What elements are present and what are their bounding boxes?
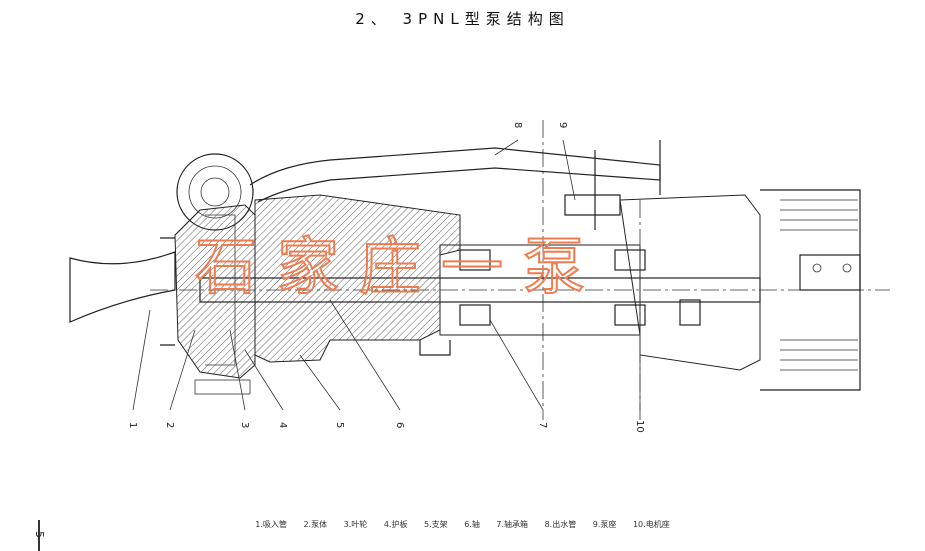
legend-item: 3.叶轮 — [343, 520, 368, 529]
callout-7: 7 — [537, 422, 548, 428]
callout-1: 1 — [127, 422, 138, 428]
drawing-title: 2、 3PNL型泵结构图 — [355, 10, 570, 28]
impeller — [205, 214, 236, 366]
legend-item: 9.泵座 — [592, 520, 617, 529]
callout-4: 4 — [277, 422, 288, 428]
legend-item: 7.轴承箱 — [496, 520, 529, 529]
motor-seat — [619, 194, 761, 371]
motor-fins — [780, 199, 858, 371]
parts-legend: 1.吸入管 2.泵体 3.叶轮 4.护板 5.支架 6.轴 7.轴承箱 8.出水… — [0, 519, 925, 530]
leader-lines — [132, 139, 641, 411]
legend-item: 8.出水管 — [544, 520, 577, 529]
pump-base — [564, 140, 661, 230]
legend-item: 4.护板 — [383, 520, 408, 529]
callout-10: 10 — [634, 420, 645, 433]
legend-item: 5.支架 — [424, 520, 448, 529]
outlet-pipe — [249, 147, 661, 203]
callout-8: 8 — [512, 122, 523, 128]
callout-9: 9 — [557, 122, 568, 128]
legend-item: 10.电机座 — [632, 520, 670, 529]
page-edge-bar — [38, 520, 40, 551]
callout-3: 3 — [239, 422, 250, 428]
legend-item: 2.泵体 — [303, 520, 328, 529]
legend-item: 1.吸入管 — [255, 520, 287, 529]
callout-5: 5 — [334, 422, 345, 428]
legend-item: 6.轴 — [464, 520, 480, 529]
callout-6: 6 — [394, 422, 405, 428]
page-number: 5 — [33, 531, 46, 538]
watermark: 石家庄一泵 — [195, 230, 605, 303]
suction-pipe — [69, 251, 176, 323]
callout-2: 2 — [164, 422, 175, 428]
